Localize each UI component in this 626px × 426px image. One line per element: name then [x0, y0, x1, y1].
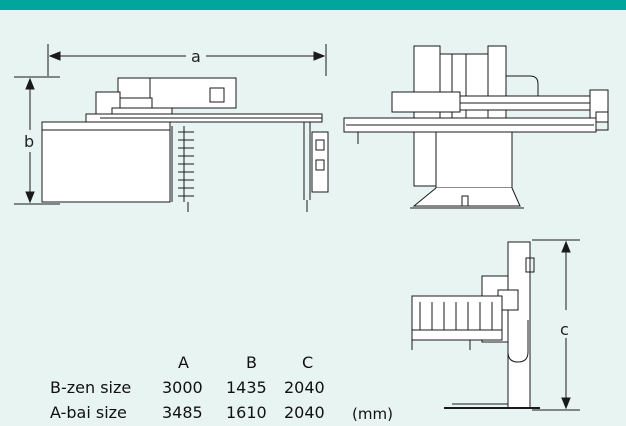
top-accent-bar: [0, 0, 626, 10]
dimension-a-label: a: [191, 47, 201, 66]
spec-row-value-c: 2040: [284, 378, 325, 397]
dimension-a-line: [47, 44, 327, 76]
dimension-c-label: c: [560, 320, 569, 339]
front-view-machine: [41, 77, 329, 212]
spec-row-value-a: 3485: [162, 403, 203, 422]
dimension-c-line: [532, 239, 580, 411]
machine-technical-drawing: [14, 44, 609, 411]
spec-unit: (mm): [352, 405, 393, 423]
compact-side-view-machine: [411, 241, 540, 409]
spec-row-label: B-zen size: [50, 378, 132, 397]
spec-row-label: A-bai size: [50, 403, 127, 422]
spec-row-value-b: 1435: [226, 378, 267, 397]
dimension-b-line: [14, 76, 60, 205]
spec-row-value-b: 1610: [226, 403, 267, 422]
spec-header-b: B: [246, 353, 257, 372]
spec-row-value-c: 2040: [284, 403, 325, 422]
spec-header-c: C: [302, 353, 314, 372]
side-view-machine: [343, 45, 609, 209]
dimension-b-label: b: [24, 132, 35, 151]
spec-header-a: A: [178, 353, 189, 372]
spec-row-value-a: 3000: [162, 378, 203, 397]
